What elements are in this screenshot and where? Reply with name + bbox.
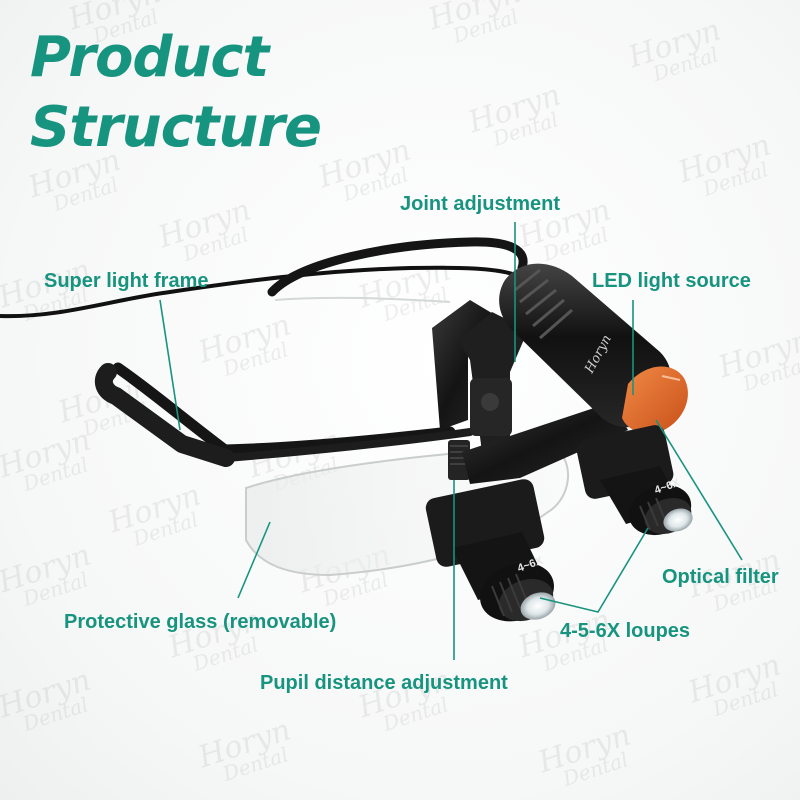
frame-headband [267, 237, 528, 297]
leader-lines [159, 222, 743, 660]
led-lamp: Horyn [499, 263, 688, 434]
loupe-left: 4~6X [425, 479, 556, 622]
label-super-light-frame: Super light frame [44, 270, 209, 292]
lamp-heatsink-fins [514, 268, 573, 340]
frame-temple-arm [94, 363, 235, 467]
loupe-right-grip [639, 497, 667, 531]
frame-front-bar [222, 428, 474, 462]
label-optical-filter: Optical filter [662, 566, 779, 588]
leader-protective-glass [237, 521, 271, 599]
leader-optical-filter [655, 419, 743, 561]
label-joint-adjustment: Joint adjustment [400, 193, 561, 215]
label-loupes: 4-5-6X loupes [560, 620, 691, 642]
page-title-line2: Structure [30, 95, 322, 160]
protective-glass-shield [245, 451, 569, 577]
optical-filter-cap [622, 366, 688, 434]
label-led-light-source: LED light source [592, 270, 751, 292]
leader-loupes [539, 527, 649, 613]
page-title-line1: Product [30, 25, 269, 90]
upper-glass-edge [274, 296, 451, 303]
power-cable [0, 265, 519, 319]
loupe-right: 4~6X [576, 425, 693, 536]
horizontal-rail [462, 402, 628, 484]
pupil-adjust-screw [448, 440, 470, 480]
label-protective-glass: Protective glass (removable) [64, 611, 337, 633]
label-pupil-distance: Pupil distance adjustment [260, 672, 508, 694]
leader-super-light-frame [159, 299, 181, 431]
joint-knob [481, 393, 499, 411]
